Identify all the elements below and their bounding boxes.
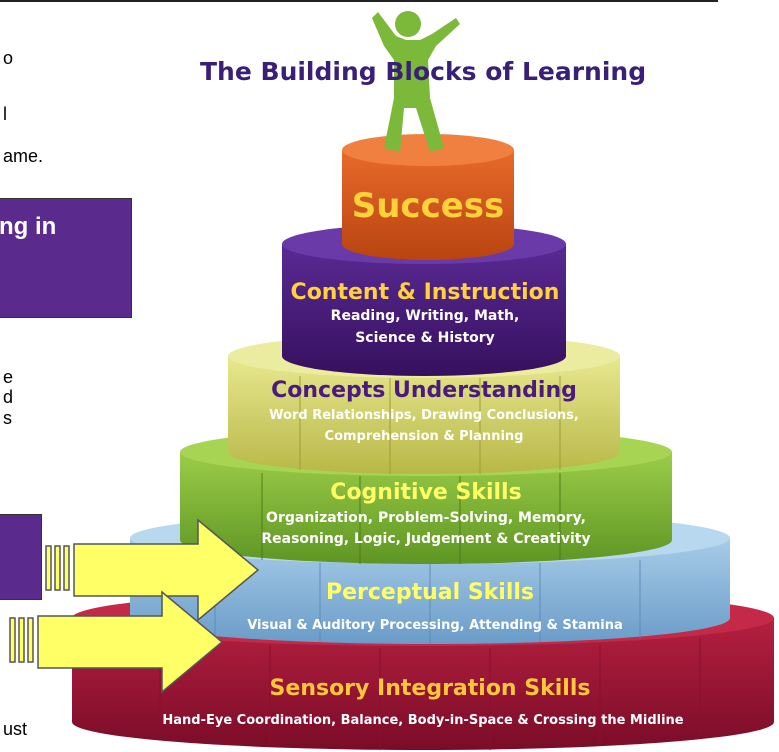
tier-content-line-1: Reading, Writing, Math, [330,308,520,324]
tier-perceptual-line-1: Visual & Auditory Processing, Attending … [247,618,623,633]
left-text-fragment-2: l [3,104,7,124]
diagram-title: The Building Blocks of Learning [200,57,647,86]
tier-sensory-title: Sensory Integration Skills [269,676,591,701]
purple-callout-box: ng in [0,198,132,318]
left-text-fragment-3: ame. [3,146,44,166]
tier-concepts-line-1: Word Relationships, Drawing Conclusions, [269,408,579,423]
tier-cognitive-title: Cognitive Skills [330,480,522,505]
tier-sensory-line-1: Hand-Eye Coordination, Balance, Body-in-… [162,713,684,728]
top-divider [0,0,718,2]
tier-concepts-line-2: Comprehension & Planning [324,429,524,444]
tier-cognitive-line-2: Reasoning, Logic, Judgement & Creativity [261,531,591,547]
tier-content-line-2: Science & History [355,330,495,346]
tier-perceptual-title: Perceptual Skills [325,580,535,605]
tier-success [342,134,514,260]
tier-cognitive-line-1: Organization, Problem-Solving, Memory, [266,510,586,526]
stick-figure-icon [372,11,460,152]
purple-callout-label: ng in [0,213,57,240]
left-text-fragment-7: ust [3,719,28,739]
left-text-fragment-6: s [3,408,12,428]
tier-success-title: Success [351,186,505,226]
arrow-icon-2 [9,590,224,694]
tier-content-title: Content & Instruction [290,280,560,305]
arrow-icon [45,518,260,622]
left-text-fragment-5: d [3,387,14,407]
left-text-fragment-1: o [3,48,14,68]
purple-callout-box-2 [0,514,42,600]
tier-concepts-title: Concepts Understanding [271,378,577,403]
left-text-fragment-4: e [3,367,14,387]
